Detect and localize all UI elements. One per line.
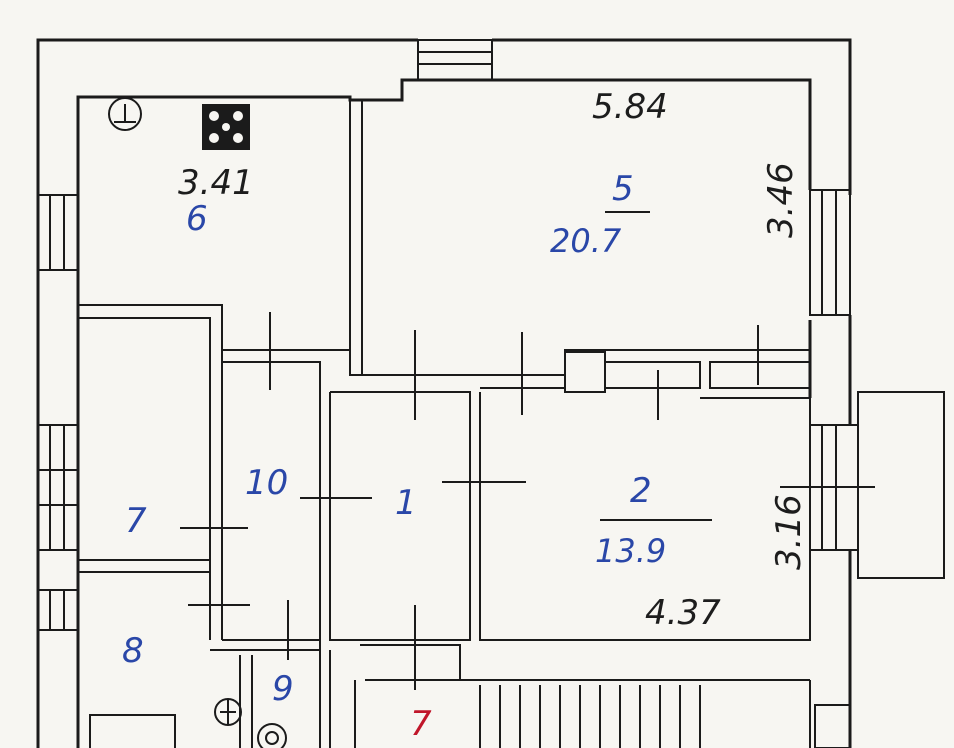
room8-number: 8 [122,631,144,671]
stove-icon [202,104,250,150]
room5-width-label: 5.84 [592,87,668,127]
room2-width-label: 4.37 [645,593,721,633]
room9-number: 9 [272,669,294,709]
room2-area: 13.9 [595,532,666,570]
room5-number: 5 [612,169,634,209]
toilet-icon [214,698,287,748]
sink-icon [108,97,142,131]
room7-stair-number: 7 [410,704,432,744]
room2-number: 2 [630,471,652,511]
window-top [417,39,493,81]
door-ticks [180,211,875,690]
room10-number: 10 [245,463,288,503]
window-left-room7 [37,424,79,551]
room5-area: 20.7 [550,222,622,260]
room2-depth-label: 3.16 [769,494,809,570]
staircase [479,680,851,748]
balcony [809,391,945,579]
room6-number: 6 [186,199,208,239]
room1-number: 1 [395,483,417,523]
outer-wall [36,38,852,748]
window-left-room8 [37,589,79,631]
window-right-room5 [809,189,851,316]
room7-number: 7 [125,501,147,541]
room6-width-label: 3.41 [178,163,254,203]
window-left-room6 [37,194,79,271]
room5-depth-label: 3.46 [761,162,801,238]
